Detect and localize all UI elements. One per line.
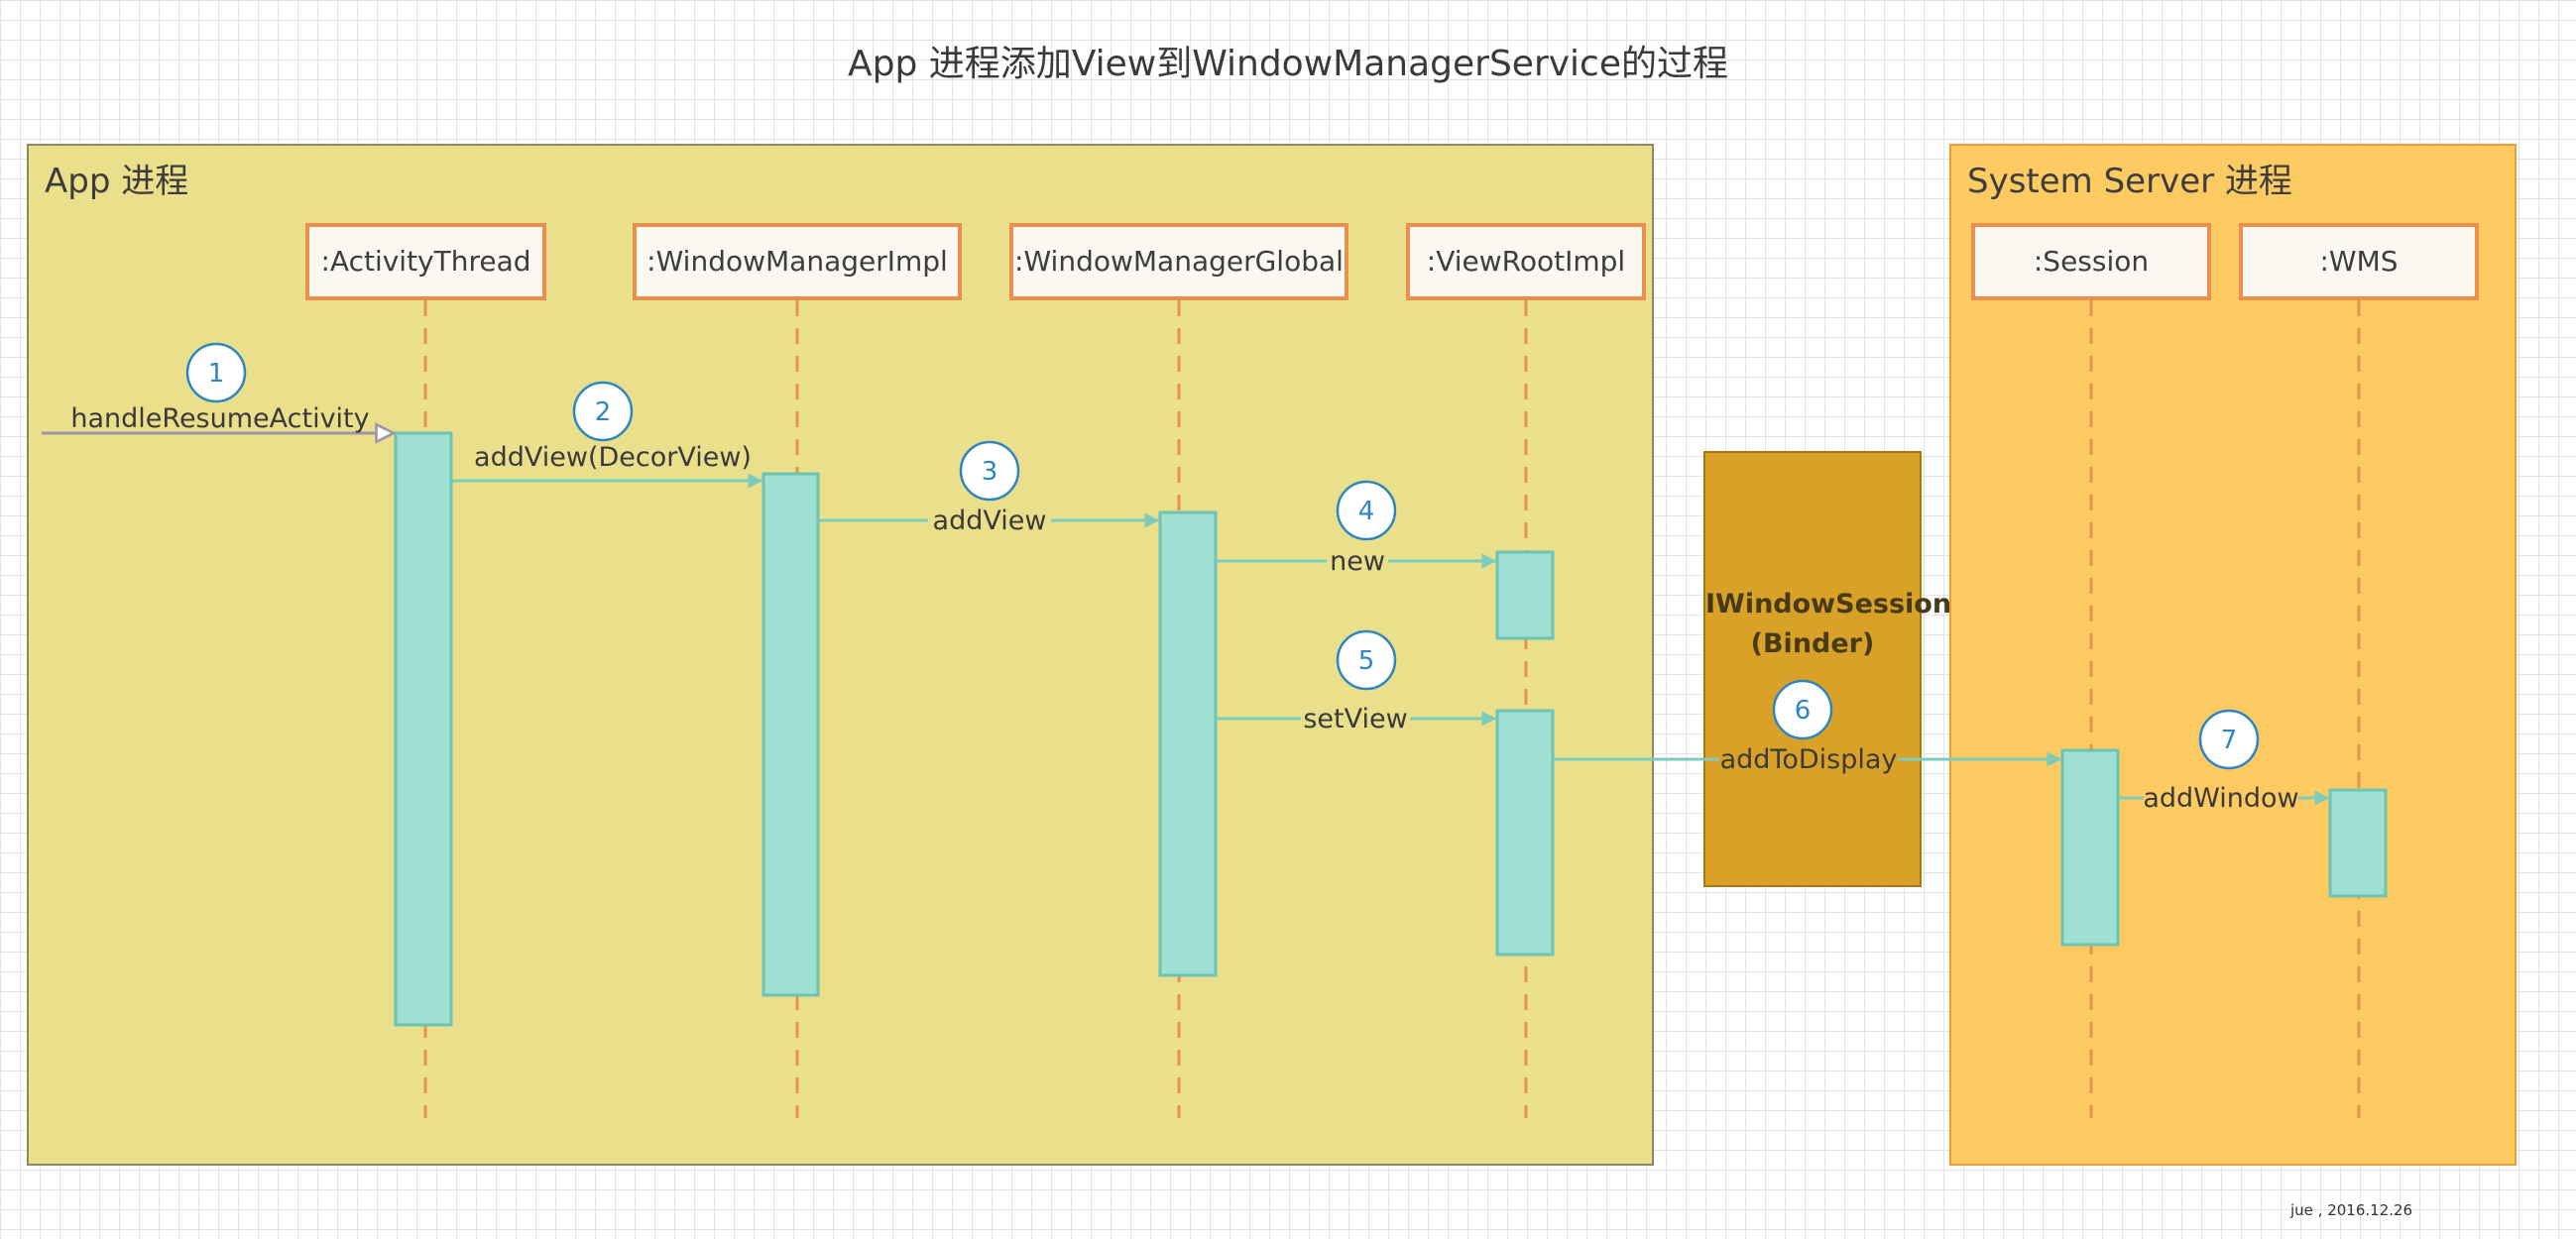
system-server-label: System Server 进程 <box>1967 162 2292 201</box>
lifeline-window-manager-global: :WindowManagerGlobal <box>1009 223 1348 300</box>
iwindowsession-binder-box: IWindowSession (Binder) <box>1703 451 1952 887</box>
message-6-label: addToDisplay <box>1720 744 1898 775</box>
activation-session <box>2060 748 2120 947</box>
step-6-circle <box>1772 679 1833 740</box>
message-1-label: handleResumeActivity <box>70 403 369 434</box>
step-3-circle <box>959 440 1020 502</box>
activation-wms <box>2328 788 2388 898</box>
step-7-circle <box>2198 709 2260 770</box>
activation-view-root-impl-new <box>1495 550 1555 640</box>
message-5-label: setView <box>1303 704 1407 734</box>
lifeline-session: :Session <box>1971 223 2211 300</box>
step-1-number: 1 <box>208 359 225 389</box>
step-2-number: 2 <box>595 397 612 427</box>
system-server-frame: System Server 进程 <box>1949 144 2517 1166</box>
activation-window-manager-impl <box>761 472 820 997</box>
message-3-label: addView <box>933 506 1047 536</box>
step-5-number: 5 <box>1358 646 1375 676</box>
message-5-label-bg <box>1301 699 1410 736</box>
lifeline-activity-thread: :ActivityThread <box>305 223 546 300</box>
step-3-number: 3 <box>982 457 998 487</box>
step-4-number: 4 <box>1358 497 1375 526</box>
message-6-label-bg <box>1719 739 1898 777</box>
step-7-number: 7 <box>2221 726 2238 755</box>
message-3-label-bg <box>928 501 1051 538</box>
message-7-label-bg <box>2144 778 2298 816</box>
message-4-label-bg <box>1327 541 1388 579</box>
diagram-title: App 进程添加View到WindowManagerService的过程 <box>848 44 1728 84</box>
activation-view-root-impl-setview <box>1495 709 1555 957</box>
step-4-circle <box>1336 480 1397 541</box>
activation-activity-thread <box>394 431 453 1027</box>
step-2-circle <box>572 381 634 442</box>
footer-date: jue , 2016.12.26 <box>2290 1201 2413 1219</box>
step-5-circle <box>1336 629 1397 691</box>
binder-type: (Binder) <box>1750 628 1875 659</box>
app-process-label: App 进程 <box>45 162 189 201</box>
message-2-label: addView(DecorView) <box>474 442 752 473</box>
lifeline-view-root-impl: :ViewRootImpl <box>1406 223 1646 300</box>
lifeline-wms: :WMS <box>2239 223 2479 300</box>
binder-label: IWindowSession (Binder) <box>1705 585 1952 664</box>
message-4-label: new <box>1330 546 1385 577</box>
step-6-number: 6 <box>1795 696 1812 726</box>
message-7-label: addWindow <box>2143 783 2298 814</box>
lifeline-window-manager-impl: :WindowManagerImpl <box>633 223 962 300</box>
activation-window-manager-global <box>1158 510 1218 977</box>
step-1-circle <box>185 342 247 403</box>
binder-name: IWindowSession <box>1705 589 1952 620</box>
